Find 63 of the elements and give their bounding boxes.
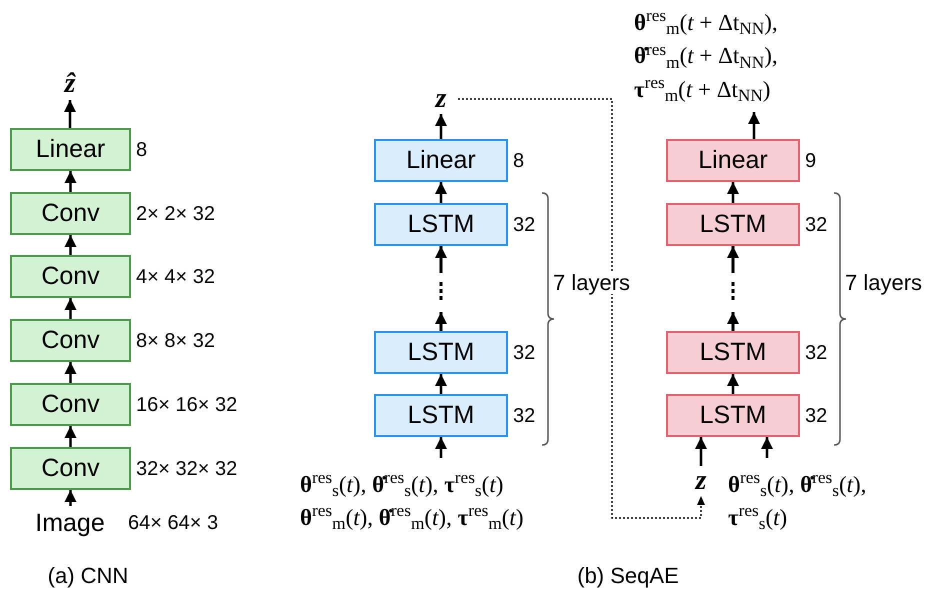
dimension-label: 32: [805, 342, 828, 362]
arrow: [64, 490, 76, 506]
formula-text: θ$^{res}$$_{s}$(t), θ̇$^{res}$$_{s}$(t), τ$^{res}$$_{s}$(t): [300, 468, 504, 501]
dimension-label: 64× 64× 3: [128, 513, 218, 533]
arrow: [435, 437, 447, 458]
variable-label: z: [688, 466, 714, 496]
dimension-label: 32: [513, 214, 536, 234]
arrow: [64, 362, 76, 383]
dimension-label: 8: [136, 140, 148, 160]
arrow: [748, 112, 760, 139]
arrow: [695, 437, 707, 466]
layer-box: LSTM: [374, 331, 508, 374]
dimension-label: 32: [805, 214, 828, 234]
layer-box: Linear: [666, 139, 800, 182]
formula-text: τ$^{res}$$_{m}$(t + Δt$_{NN}$): [634, 72, 772, 106]
arrow: [761, 437, 773, 458]
dimension-label: 9: [805, 150, 816, 170]
brace-label: 7 layers: [845, 272, 922, 294]
arrow: [727, 182, 739, 203]
dimension-label: 2× 2× 32: [136, 204, 215, 224]
formula-text: θ$^{res}$$_{m}$(t + Δt$_{NN}$),: [634, 6, 779, 40]
caption: (a) CNN: [46, 565, 130, 587]
dimension-label: 16× 16× 32: [136, 394, 238, 414]
layer-box: LSTM: [374, 394, 508, 437]
arrow: [64, 298, 76, 319]
dimension-label: 32× 32× 32: [136, 458, 238, 478]
layer-box: Conv: [10, 255, 131, 298]
formula-text: θ$^{res}$$_{m}$(t), θ̇$^{res}$$_{m}$(t), τ$^{res}$$_{m}$(t): [300, 501, 524, 534]
layer-box: Conv: [10, 192, 131, 235]
dimension-label: 8: [513, 150, 524, 170]
layer-box: Linear: [10, 128, 131, 171]
arrow: [64, 426, 76, 447]
dimension-label: 32: [805, 406, 828, 426]
arrow: [435, 182, 447, 203]
arrow: [727, 374, 739, 394]
dimension-label: 32: [513, 342, 536, 362]
layer-box: Conv: [10, 383, 131, 426]
layer-box: LSTM: [666, 331, 800, 374]
variable-label: z: [428, 84, 454, 114]
variable-label: ẑ: [56, 68, 84, 100]
layer-box: Conv: [10, 447, 131, 490]
arrow: [64, 235, 76, 255]
arrow: [727, 246, 739, 331]
dimension-label: 4× 4× 32: [136, 266, 215, 286]
input-label: Image: [26, 506, 114, 540]
arrow: [435, 246, 447, 331]
arrow: [64, 171, 76, 192]
arrow: [458, 98, 705, 519]
dimension-label: 32: [513, 406, 536, 426]
brace-label: 7 layers: [553, 272, 630, 294]
layer-box: Conv: [10, 319, 131, 362]
caption: (b) SeqAE: [576, 565, 680, 587]
layer-box: LSTM: [666, 203, 800, 246]
dimension-label: 8× 8× 32: [136, 330, 215, 350]
arrow: [435, 374, 447, 394]
layer-box: Linear: [374, 139, 508, 182]
layer-box: LSTM: [666, 394, 800, 437]
layer-box: LSTM: [374, 203, 508, 246]
formula-text: τ$^{res}$$_{s}$(t): [728, 501, 788, 534]
formula-text: θ̇$^{res}$$_{m}$(t + Δt$_{NN}$),: [634, 39, 779, 73]
formula-text: θ$^{res}$$_{s}$(t), θ̇$^{res}$$_{s}$(t),: [728, 468, 868, 501]
arrow: [435, 114, 447, 139]
arrow: [64, 100, 76, 128]
